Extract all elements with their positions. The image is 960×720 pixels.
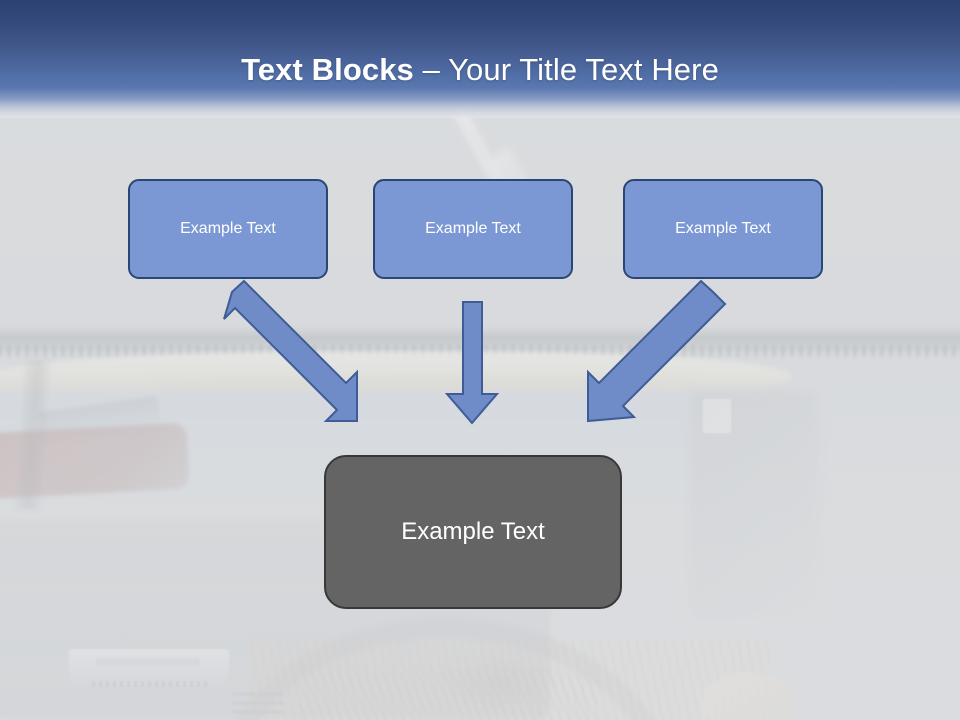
text-block-2[interactable]: Example Text (373, 179, 573, 279)
page-title-strong: Text Blocks (241, 52, 414, 87)
page-title-rest: Your Title Text Here (448, 52, 719, 87)
text-block-3[interactable]: Example Text (623, 179, 823, 279)
result-text-block-label: Example Text (401, 518, 545, 545)
text-block-1[interactable]: Example Text (128, 179, 328, 279)
header-bar (0, 0, 960, 118)
text-block-2-label: Example Text (425, 220, 521, 237)
page-title-separator: – (413, 52, 449, 87)
text-block-1-label: Example Text (180, 220, 276, 237)
result-text-block[interactable]: Example Text (324, 455, 622, 609)
text-block-3-label: Example Text (675, 220, 771, 237)
page-title: Text Blocks – Your Title Text Here (0, 50, 960, 90)
header-sheen (0, 88, 960, 118)
